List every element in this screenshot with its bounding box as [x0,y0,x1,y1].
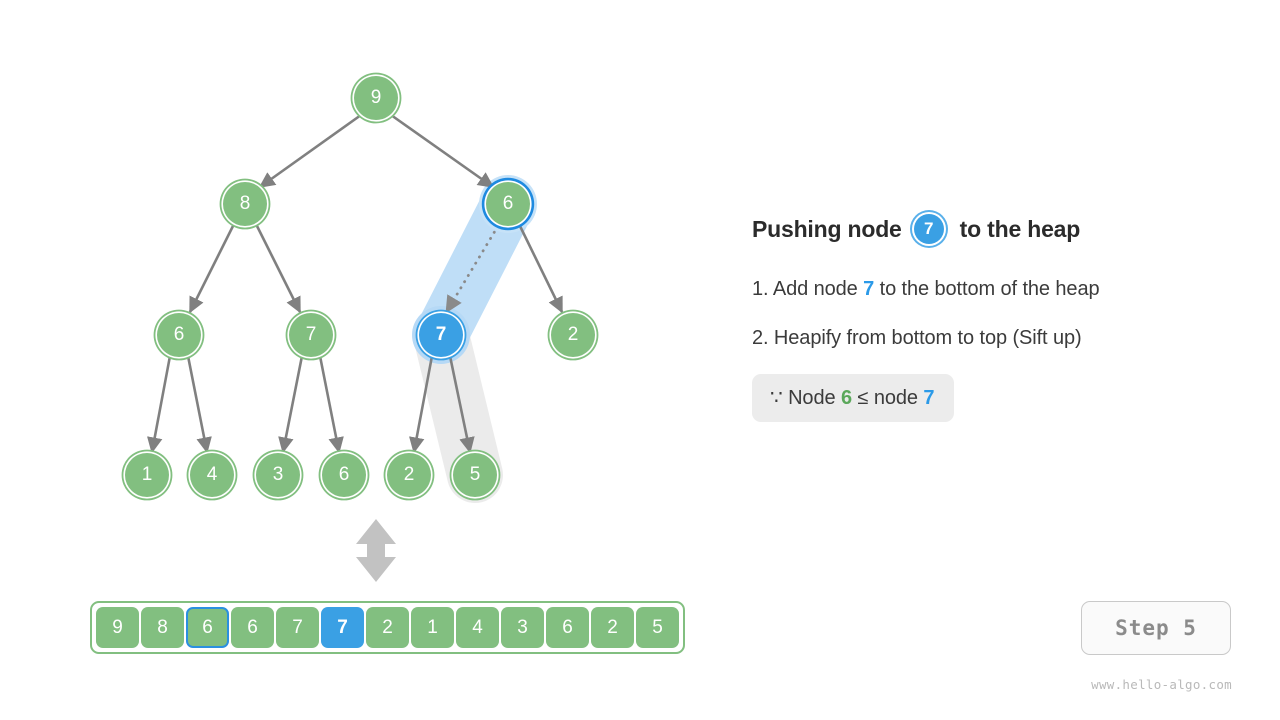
tree-node-8[interactable]: 8 [223,182,267,226]
panel-title-suffix: to the heap [959,215,1081,242]
reason-part-1: Node [788,387,836,409]
array-cell-11[interactable]: 2 [591,607,634,648]
reason-value-2: 7 [923,387,935,409]
array-cell-5[interactable]: 7 [321,607,364,648]
array-cell-10[interactable]: 6 [546,607,589,648]
panel-title: Pushing node 7 to the heap [752,206,1222,252]
edge-6-7b [517,223,564,314]
panel-title-node-badge: 7 [913,214,944,244]
array-cell-8[interactable]: 4 [456,607,499,648]
tree-node-6[interactable]: 6 [157,313,201,357]
reason-operator: ≤ [857,387,869,409]
watermark: www.hello-algo.com [1091,677,1232,692]
step-2-text: 2. Heapify from bottom to top (Sift up) [752,327,1082,349]
tree-edges [147,113,564,454]
array-cell-7[interactable]: 1 [411,607,454,648]
tree-leaf-4[interactable]: 4 [190,453,234,497]
reason-part-2: node [873,387,918,409]
tree-leaf-6[interactable]: 6 [322,453,366,497]
array-cell-3[interactable]: 6 [231,607,274,648]
array-cell-2[interactable]: 6 [186,607,229,648]
tree-leaf-3[interactable]: 3 [256,453,300,497]
edge-7-3 [278,355,304,454]
panel-title-prefix: Pushing node [752,215,902,242]
edge-9-6 [390,113,495,189]
step-badge: Step 5 [1081,601,1231,655]
explanation-panel: Pushing node 7 to the heap 1. Add node 7… [752,206,1222,422]
array-cell-1[interactable]: 8 [141,607,184,648]
array-cell-0[interactable]: 9 [96,607,139,648]
step-1-prefix: 1. Add node [752,278,864,300]
edge-6-1 [147,355,172,454]
tree-array-link-arrow [356,519,396,582]
edge-8-7 [254,223,302,314]
tree-leaf-1[interactable]: 1 [125,453,169,497]
tree-node-7[interactable]: 7 [289,313,333,357]
edge-7b-2 [409,355,434,454]
instruction-step-1: 1. Add node 7 to the bottom of the heap [752,278,1222,301]
tree-leaf-5[interactable]: 5 [453,453,497,497]
tree-node-6-parent[interactable]: 6 [486,182,530,226]
array-cell-9[interactable]: 3 [501,607,544,648]
tree-node-2[interactable]: 2 [551,313,595,357]
step-1-value: 7 [863,278,875,300]
array-cell-4[interactable]: 7 [276,607,319,648]
heap-array: 9 8 6 6 7 7 2 1 4 3 6 2 5 [90,601,685,654]
edge-8-6 [188,223,236,314]
edge-6-4 [186,355,212,454]
dotted-swap-arrow [445,224,500,314]
tree-node-9[interactable]: 9 [354,76,398,120]
array-cell-6[interactable]: 2 [366,607,409,648]
step-1-suffix: to the bottom of the heap [874,278,1100,300]
array-cell-12[interactable]: 5 [636,607,679,648]
reason-box: ∵ Node 6 ≤ node 7 [752,374,955,422]
edge-7-6 [318,355,344,454]
because-symbol: ∵ [770,387,783,409]
tree-node-7-active[interactable]: 7 [419,313,463,357]
tree-leaf-2[interactable]: 2 [387,453,431,497]
reason-value-1: 6 [840,387,853,409]
edge-9-8 [258,113,362,189]
edge-7b-5 [448,355,475,454]
instruction-step-2: 2. Heapify from bottom to top (Sift up) [752,327,1222,350]
